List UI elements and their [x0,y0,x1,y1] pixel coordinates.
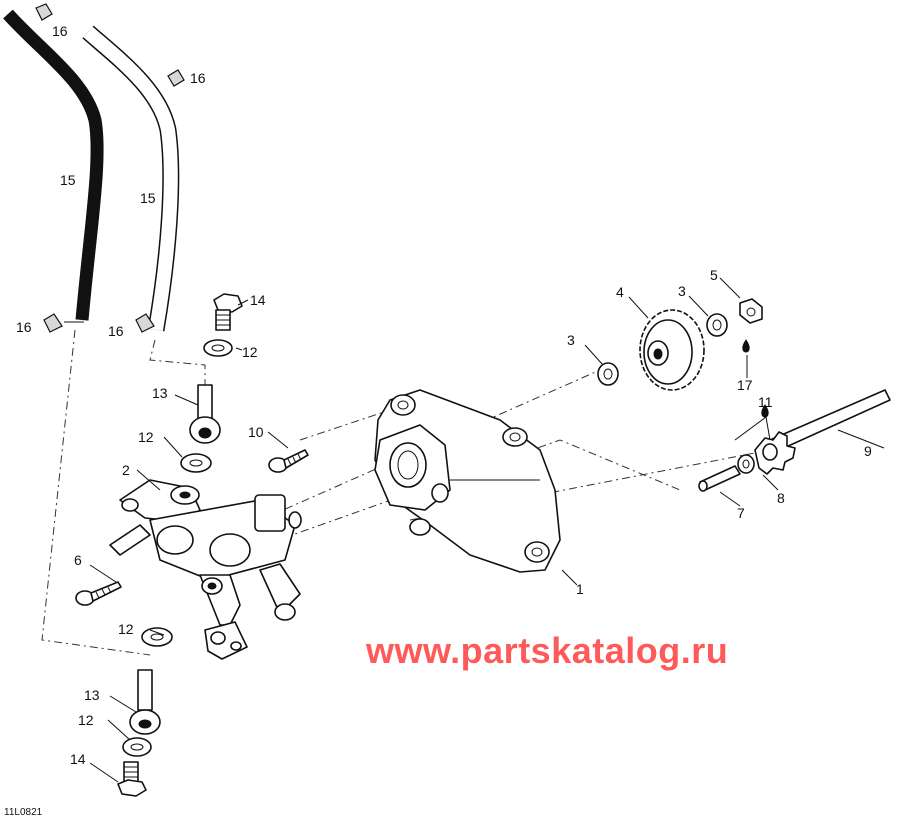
pump-cover [374,389,561,573]
callout-11: 11 [758,394,773,410]
callout-15: 15 [60,172,76,188]
callout-13: 13 [152,385,168,401]
washer-3-left [597,362,619,386]
callout-12: 12 [138,429,154,445]
drawing-code: 11L0821 [4,807,43,818]
callout-7: 7 [737,505,745,521]
callout-10: 10 [248,424,264,440]
callout-12: 12 [78,712,94,728]
callout-8: 8 [777,490,785,506]
callout-1: 1 [576,581,584,597]
fitting-top [189,384,221,444]
callout-3: 3 [567,332,575,348]
callout-3: 3 [678,283,686,299]
fitting-lower [129,669,161,735]
pin-7 [698,465,741,492]
washer-3-right [706,313,728,337]
callout-16: 16 [52,23,68,39]
hose-clamp-icon [43,313,63,333]
oil-pump-body [109,479,302,660]
banjo-bolt-top [213,293,243,331]
banjo-bolt-bottom [117,761,147,797]
pump-shaft [754,389,891,475]
callout-2: 2 [122,462,130,478]
hose-clamp-icon [135,313,155,333]
callout-16: 16 [108,323,124,339]
hose-clamp-icon [167,69,185,87]
screw-10 [268,449,309,473]
washer-8 [737,454,755,474]
callout-4: 4 [616,284,624,300]
callout-16: 16 [16,319,32,335]
callout-14: 14 [250,292,266,308]
oil-drop-icon [761,404,769,418]
hose-right [82,25,180,332]
washer-bottom [122,737,152,757]
callout-17: 17 [737,377,753,393]
callout-13: 13 [84,687,100,703]
hose-left [3,9,104,323]
oil-drop-icon [742,339,750,353]
callout-16: 16 [190,70,206,86]
callout-5: 5 [710,267,718,283]
washer-top [203,339,233,357]
callout-15: 15 [140,190,156,206]
callout-6: 6 [74,552,82,568]
screw-6 [75,581,122,606]
washer-mid [180,453,212,473]
washer-lower [141,627,173,647]
callouts: 1 2 3 3 4 5 6 7 8 9 10 11 12 12 12 12 13… [16,23,872,767]
watermark-text: www.partskatalog.ru [366,630,729,671]
nut-5 [739,298,763,324]
callout-12: 12 [118,621,134,637]
leader-lines [89,277,885,783]
callout-9: 9 [864,443,872,459]
drive-gear [639,309,705,391]
callout-12: 12 [242,344,258,360]
callout-14: 14 [70,751,86,767]
hose-clamp-icon [35,3,53,21]
